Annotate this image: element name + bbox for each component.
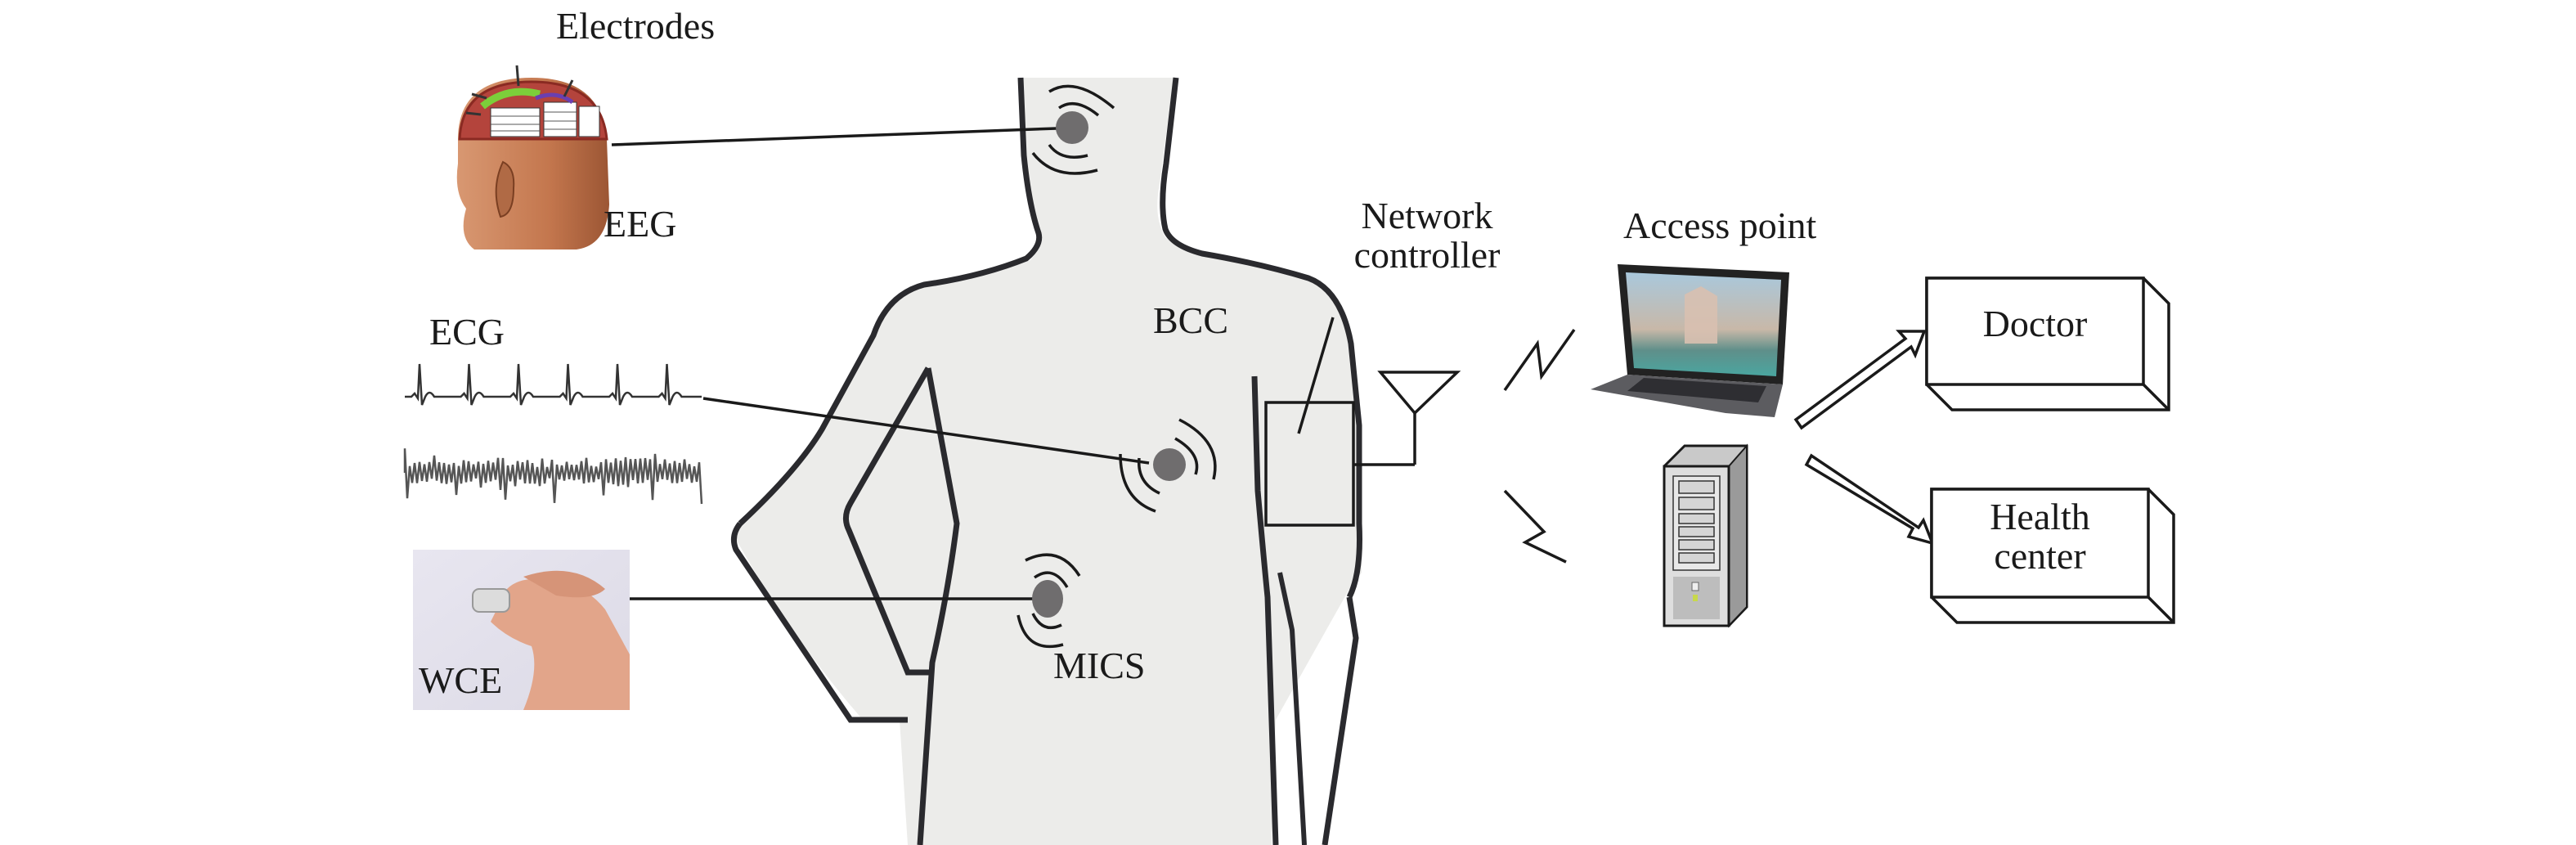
eeg-label: EEG [604, 203, 677, 245]
neck-sensor [1031, 84, 1115, 175]
arrows [1793, 330, 1935, 546]
abdomen-sensor [1016, 553, 1081, 649]
electrodes-label: Electrodes [556, 5, 716, 47]
wce-capsule-image [413, 550, 630, 710]
laptop-icon [1591, 264, 1789, 417]
ecg-traces [403, 363, 703, 505]
network-controller-pointer [1297, 317, 1335, 434]
left-arm-inner [843, 366, 931, 676]
network-controller-label-line1: Network [1361, 195, 1493, 236]
health-center-label: Health center [1932, 497, 2148, 577]
ecg-trace-noisy [403, 448, 703, 505]
right-arm-inner-outline [1277, 572, 1307, 845]
left-arm-outer [730, 521, 908, 723]
network-controller-label: Network controller [1329, 196, 1525, 276]
eeg-head-image [456, 65, 609, 249]
body-right-outline [1160, 77, 1362, 599]
health-center-label-line1: Health [1990, 496, 2090, 537]
ecg-link-line [702, 397, 1150, 465]
antenna-icon [1377, 371, 1461, 416]
arrow-to-health-center [1804, 453, 1935, 546]
capsule-icon [472, 588, 510, 613]
sensor-links [611, 127, 1150, 600]
eeg-link-line [611, 127, 1057, 146]
health-center-box [1930, 488, 2175, 624]
mics-label: MICS [1053, 645, 1146, 686]
wireless-waves-icon [1119, 418, 1217, 513]
wireless-link-to-server [1503, 489, 1567, 564]
health-center-label-line2: center [1994, 535, 2086, 578]
doctor-box [1925, 276, 2170, 411]
wireless-waves-icon [1031, 84, 1115, 175]
wireless-links [1503, 328, 1576, 564]
ecg-trace-clean [405, 363, 702, 406]
wireless-waves-icon [1016, 553, 1081, 649]
body-outline [732, 78, 1362, 845]
body-left-outline [738, 77, 1043, 526]
left-torso-outline [917, 367, 960, 845]
ear-icon [495, 160, 515, 218]
ecg-label: ECG [429, 311, 505, 353]
wireless-link-to-access-point [1503, 328, 1576, 392]
server-icon [1663, 443, 1748, 628]
chest-sensor [1119, 418, 1217, 513]
arrow-to-doctor [1793, 330, 1927, 430]
network-controller-label-line2: controller [1353, 234, 1501, 276]
right-arm-outline [1322, 596, 1359, 845]
body-silhouette [730, 77, 1362, 845]
bcc-label: BCC [1153, 299, 1229, 341]
right-torso-outline [1251, 375, 1279, 845]
access-point-label: Access point [1623, 205, 1817, 246]
network-controller [1264, 317, 1461, 527]
doctor-label: Doctor [1982, 303, 2088, 344]
wce-label: WCE [419, 659, 503, 701]
